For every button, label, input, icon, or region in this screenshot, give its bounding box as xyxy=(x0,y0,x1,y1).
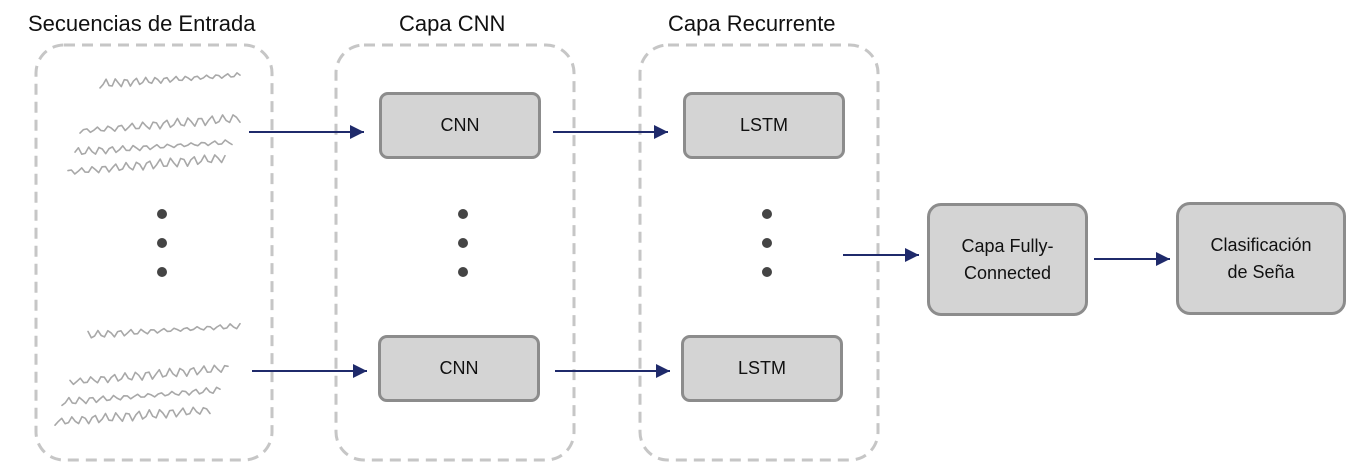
ellipsis-dot xyxy=(458,267,468,277)
input-signal-traces xyxy=(54,72,241,426)
ellipsis-dot xyxy=(157,209,167,219)
fully-connected-label-line2: Connected xyxy=(963,262,1052,283)
cnn-layer-group xyxy=(334,43,576,462)
ellipsis-dot xyxy=(458,209,468,219)
cnn-box-top-label: CNN xyxy=(440,115,480,136)
ellipsis-dot xyxy=(458,238,468,248)
ellipsis-dot xyxy=(157,267,167,277)
signal-trace xyxy=(69,364,229,386)
lstm-box-bottom-label: LSTM xyxy=(737,358,786,379)
classification-label-line2: de Seña xyxy=(1227,261,1295,282)
ellipsis-dot xyxy=(157,238,167,248)
fully-connected-box: Capa Fully- Connected xyxy=(927,203,1088,316)
signal-trace xyxy=(54,406,211,426)
signal-trace xyxy=(61,386,221,407)
cnn-box-bottom-label: CNN xyxy=(439,358,479,379)
recurrent-layer-group xyxy=(638,43,880,462)
input-sequences-group xyxy=(34,43,274,462)
signal-trace xyxy=(79,114,241,134)
signal-trace xyxy=(99,72,241,89)
recurrent-layer-title: Capa Recurrente xyxy=(668,11,836,36)
lstm-box-top-label: LSTM xyxy=(739,115,788,136)
cnn-ellipsis-dots xyxy=(458,209,468,277)
input-ellipsis-dots xyxy=(157,209,167,277)
ellipsis-dot xyxy=(762,238,772,248)
cnn-box-top: CNN xyxy=(379,92,541,159)
cnn-box-bottom: CNN xyxy=(378,335,540,402)
classification-label-line1: Clasificación xyxy=(1210,235,1312,256)
signal-trace xyxy=(87,322,241,339)
input-sequences-title: Secuencias de Entrada xyxy=(28,11,256,36)
fully-connected-label-line1: Capa Fully- xyxy=(961,236,1054,257)
cnn-layer-title: Capa CNN xyxy=(399,11,506,36)
lstm-ellipsis-dots xyxy=(762,209,772,277)
signal-trace xyxy=(67,154,226,175)
lstm-box-bottom: LSTM xyxy=(681,335,843,402)
classification-box: Clasificación de Seña xyxy=(1176,202,1346,315)
ellipsis-dot xyxy=(762,209,772,219)
signal-trace xyxy=(74,139,233,155)
lstm-box-top: LSTM xyxy=(683,92,845,159)
ellipsis-dot xyxy=(762,267,772,277)
